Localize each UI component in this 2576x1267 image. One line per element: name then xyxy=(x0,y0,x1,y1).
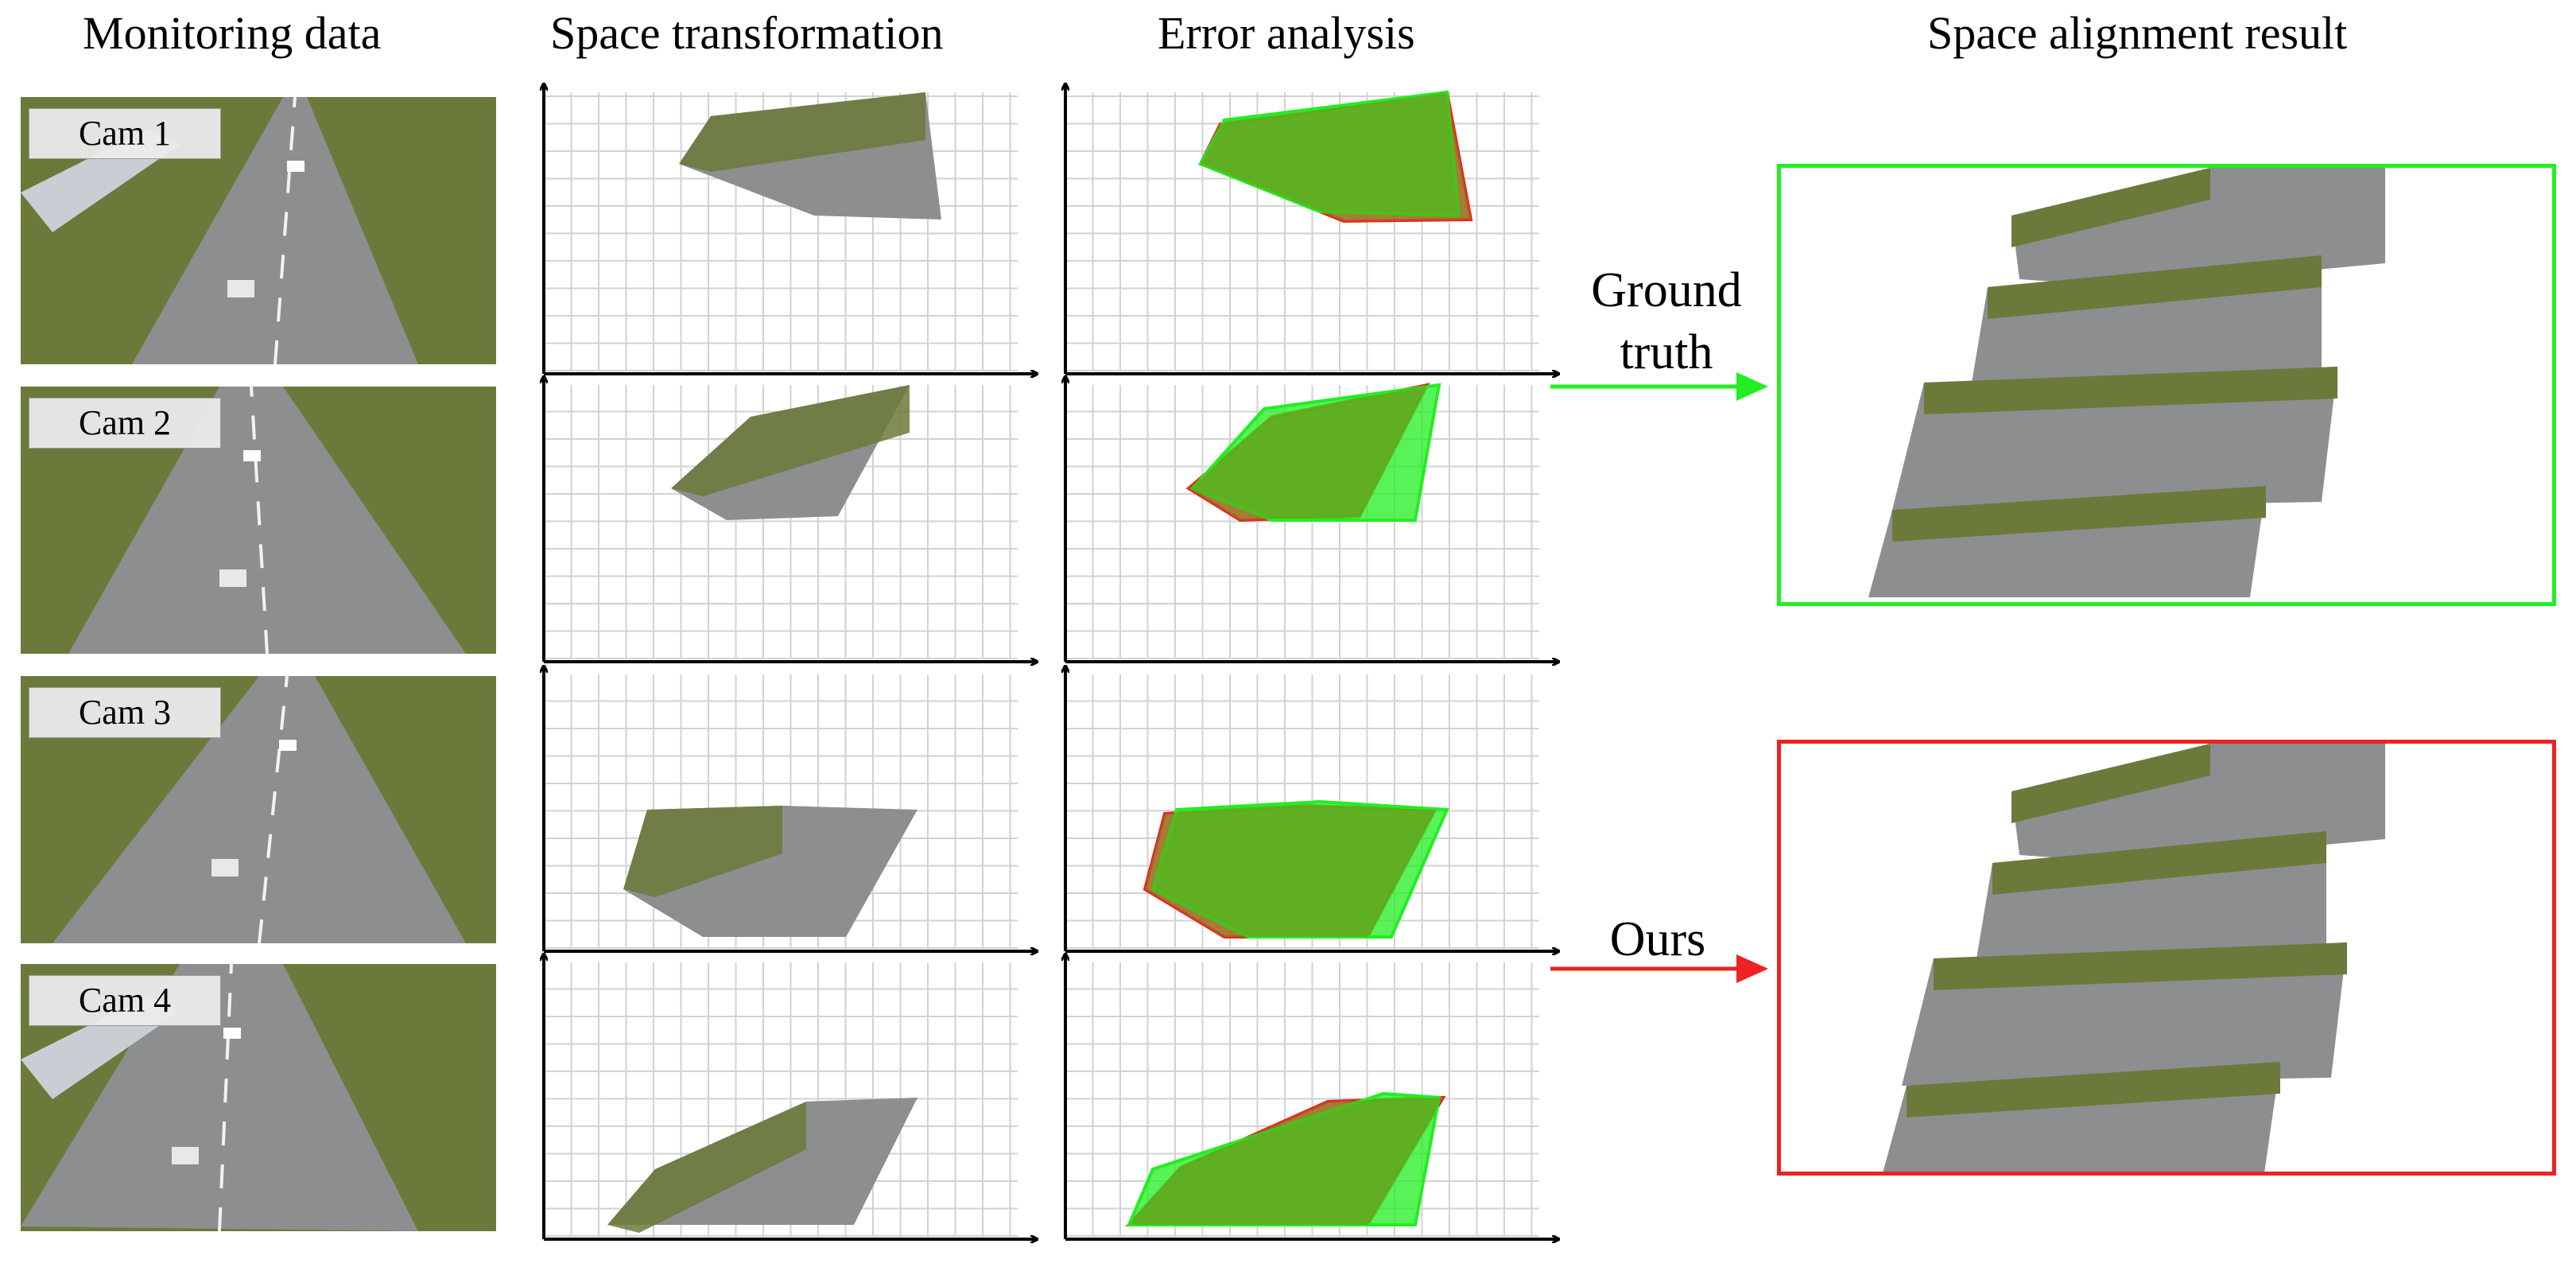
ours-mosaic xyxy=(1883,744,2385,1173)
ground-truth-label: Ground truth xyxy=(1571,259,1762,383)
camera-label: Cam 3 xyxy=(29,687,221,738)
space-transform-panel xyxy=(544,377,1037,662)
space-transform-panel xyxy=(544,84,1037,374)
space-transform-panel xyxy=(544,667,1037,951)
title-space-transformation: Space transformation xyxy=(550,7,944,59)
lane-marking xyxy=(218,964,233,1231)
camera-tile-4: Cam 4 xyxy=(21,964,496,1231)
road-surface xyxy=(132,97,418,364)
car xyxy=(243,450,261,461)
overlap-region xyxy=(1145,806,1435,937)
mosaic-grass-strip xyxy=(1924,367,2337,414)
ground-truth-mosaic xyxy=(1868,168,2385,597)
projected-grass xyxy=(679,92,925,172)
ground-truth-label-line2: truth xyxy=(1620,325,1713,379)
projected-grass xyxy=(671,385,910,496)
camera-label: Cam 4 xyxy=(29,975,221,1026)
car xyxy=(211,859,239,876)
projected-grass xyxy=(623,806,782,897)
title-monitoring-data: Monitoring data xyxy=(83,7,382,59)
mosaic-grass-strip xyxy=(1988,255,2322,319)
mosaic-grass-strip xyxy=(2012,168,2210,247)
mosaic-grass-strip xyxy=(1992,831,2326,895)
overlap-region xyxy=(1201,92,1471,221)
mosaic-grass-strip xyxy=(2012,744,2210,823)
title-space-alignment-result: Space alignment result xyxy=(1927,7,2348,59)
camera-tile-3: Cam 3 xyxy=(21,676,496,943)
road-surface xyxy=(68,387,466,654)
projected-grass xyxy=(607,1102,806,1233)
road-surface xyxy=(21,964,418,1231)
ground-truth-label-line1: Ground xyxy=(1591,263,1742,317)
overlap-region xyxy=(1129,1098,1443,1225)
error-analysis-panel xyxy=(1065,954,1558,1239)
mosaic-grass-strip xyxy=(1892,486,2266,542)
car xyxy=(219,569,246,587)
car xyxy=(287,161,305,172)
road-surface xyxy=(52,676,466,943)
overlap-region xyxy=(1189,385,1427,520)
car xyxy=(223,1028,241,1039)
lane-marking xyxy=(274,97,297,364)
error-analysis-panel xyxy=(1065,84,1558,374)
camera-tile-2: Cam 2 xyxy=(21,387,496,654)
car xyxy=(172,1147,199,1164)
title-error-analysis: Error analysis xyxy=(1158,7,1415,59)
error-analysis-panel xyxy=(1065,377,1558,662)
mosaic-grass-strip xyxy=(1907,1062,2280,1117)
ours-result-box xyxy=(1777,740,2556,1176)
ground-truth-result-box xyxy=(1777,164,2556,606)
car xyxy=(227,280,254,297)
ours-label: Ours xyxy=(1609,912,1706,966)
error-analysis-panel xyxy=(1065,667,1558,951)
car xyxy=(279,740,297,751)
mosaic-grass-strip xyxy=(1934,942,2347,990)
camera-label: Cam 2 xyxy=(29,398,221,449)
camera-label: Cam 1 xyxy=(29,108,221,159)
lane-marking xyxy=(258,676,289,943)
lane-marking xyxy=(250,387,269,654)
camera-tile-1: Cam 1 xyxy=(21,97,496,364)
space-transform-panel xyxy=(544,954,1037,1239)
